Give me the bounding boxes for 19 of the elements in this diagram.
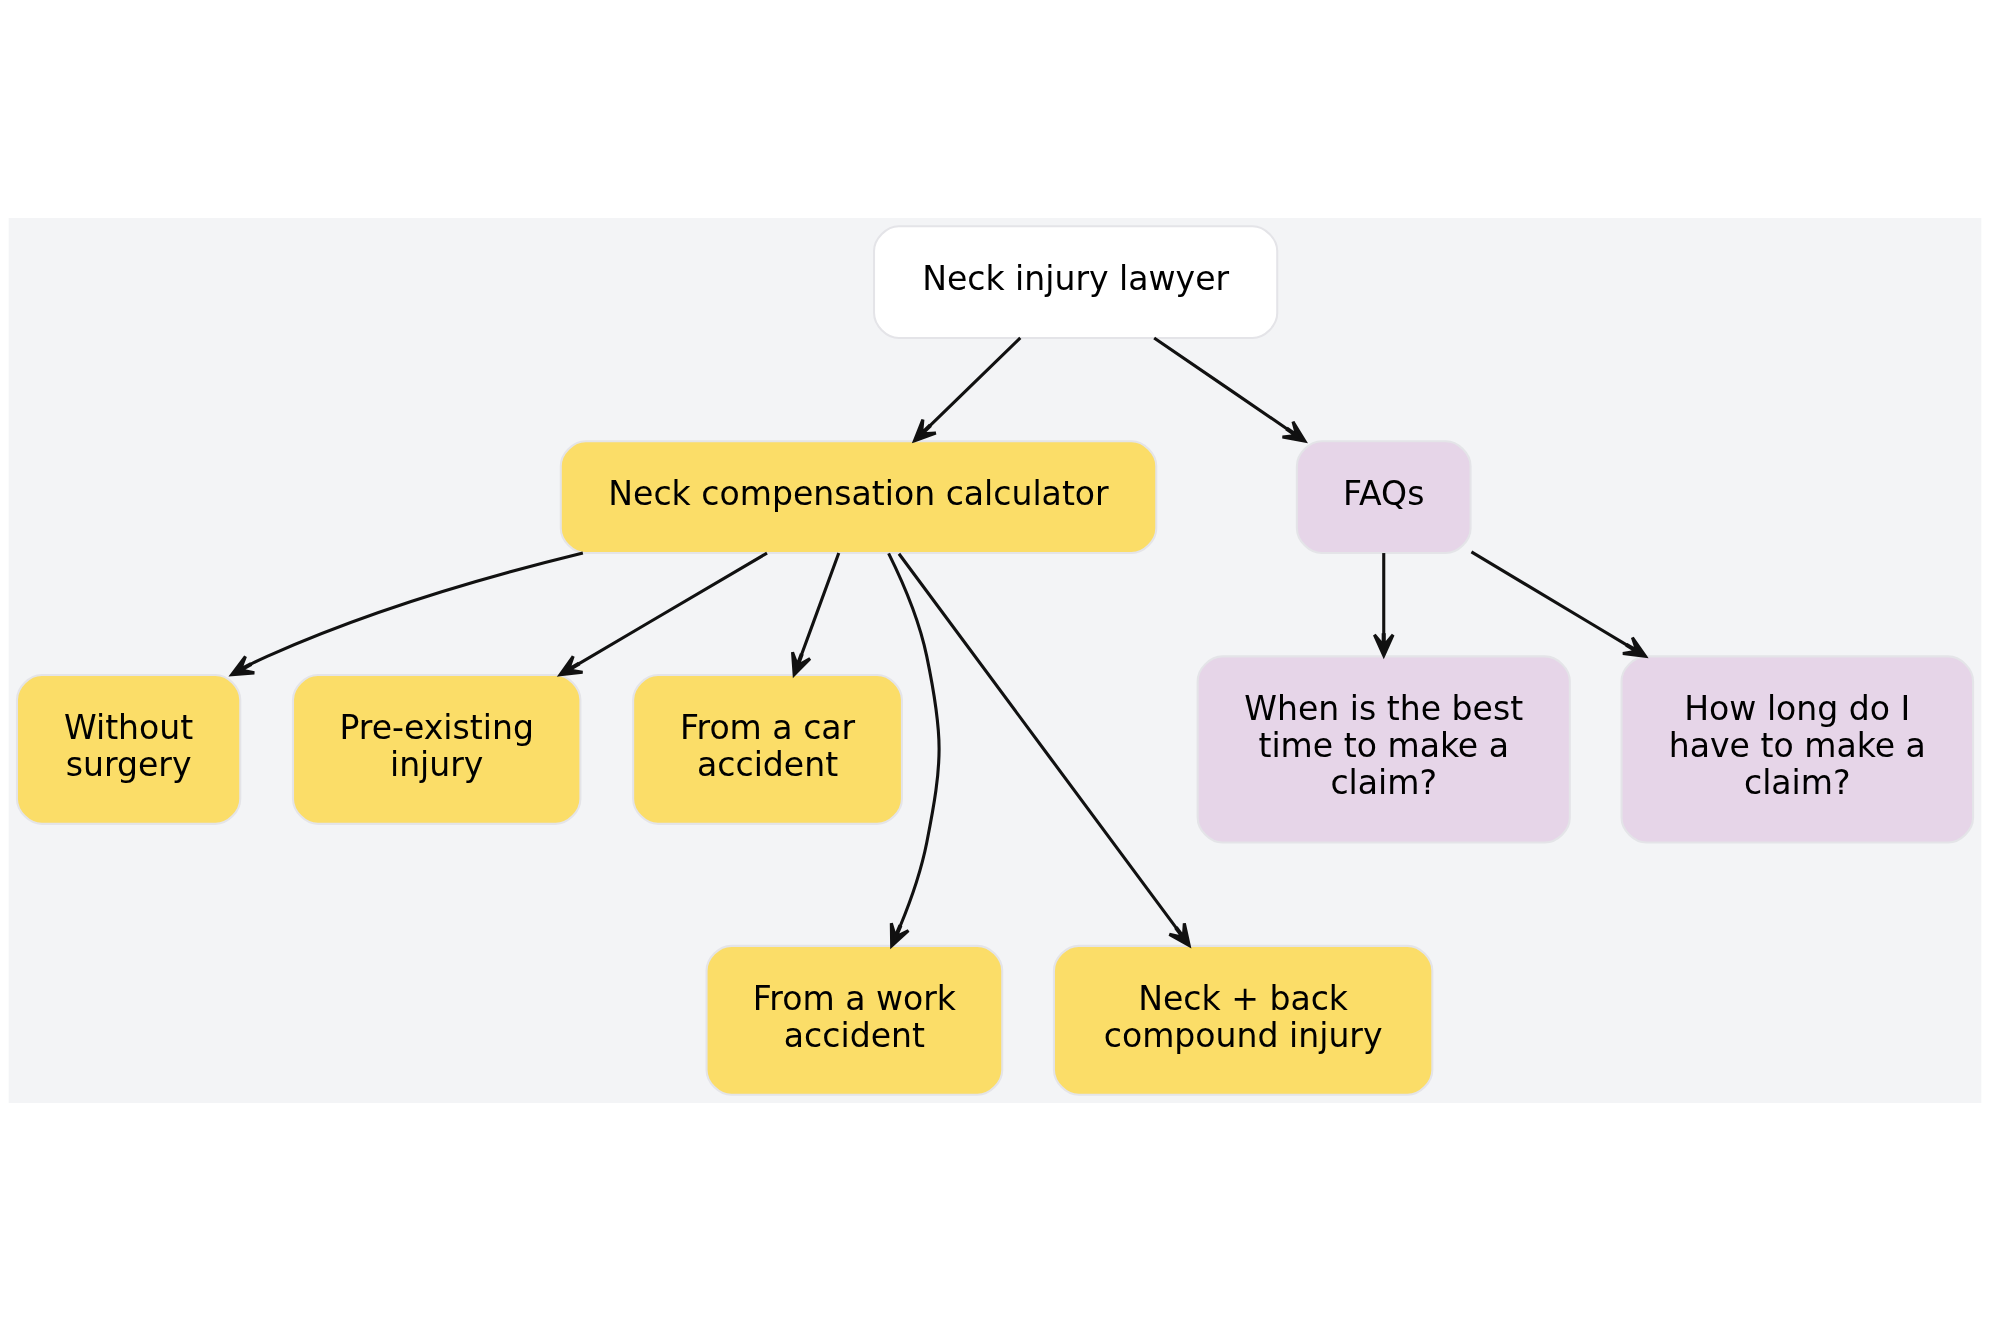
arrow [791,552,841,676]
node-box: When is the best time to make a claim? [1196,654,1571,843]
arrow [558,551,768,676]
node-box: From a car accident [632,673,903,825]
arrow [1470,550,1647,658]
node-box: Neck + back compound injury [1052,944,1434,1096]
arrow [887,552,941,947]
arrow [1153,336,1307,443]
arrow [230,551,584,676]
node-box: How long do I have to make a claim? [1620,654,1975,843]
arrow [912,336,1022,442]
node-box: Neck injury lawyer [873,224,1279,339]
arrow [1372,552,1395,657]
node-box: Pre-existing injury [291,673,582,825]
node-box: FAQs [1295,439,1472,554]
node-box: Without surgery [15,673,242,825]
node-box: From a work accident [705,944,1004,1096]
node-box: Neck compensation calculator [559,439,1158,554]
arrow [897,552,1191,947]
